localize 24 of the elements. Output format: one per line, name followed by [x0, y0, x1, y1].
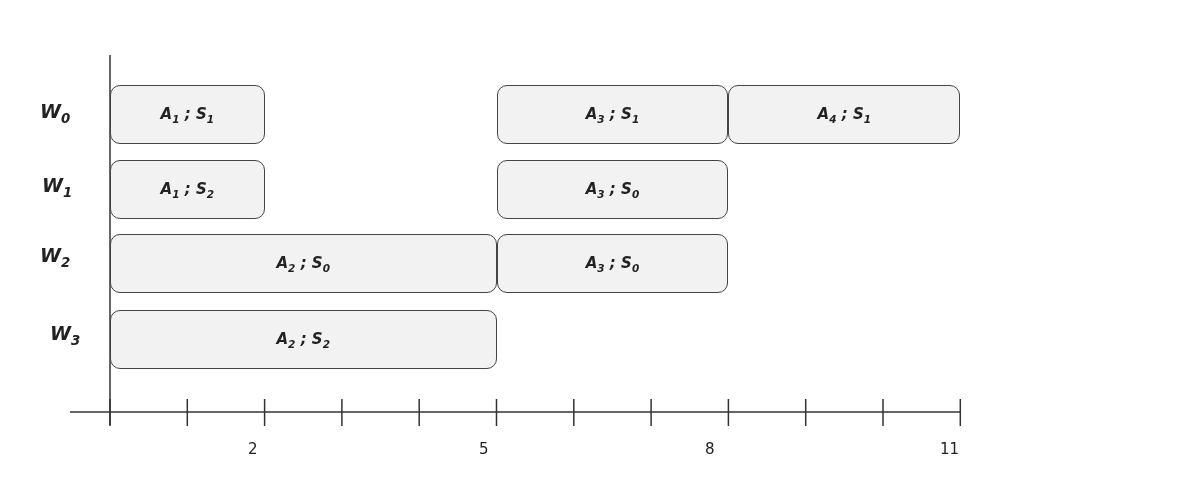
- task-bar: [496, 85, 729, 144]
- task-label: A$_{1}$ ; S$_{1}$: [160, 104, 215, 125]
- tick-label: 5: [479, 440, 489, 458]
- task-label: A$_{3}$ ; S$_{0}$: [585, 179, 640, 200]
- task-label: A$_{3}$ ; S$_{0}$: [585, 253, 640, 274]
- task-label: A$_{2}$ ; S$_{2}$: [276, 329, 330, 350]
- task-bar: [110, 310, 497, 369]
- task-bar: [110, 160, 265, 219]
- worker-label: W$_{1}$: [42, 174, 73, 200]
- tick-label: 8: [705, 440, 715, 458]
- task-bar: [496, 234, 729, 293]
- task-bar: [496, 160, 729, 219]
- worker-label: W$_{2}$: [40, 244, 71, 270]
- worker-label: W$_{3}$: [50, 322, 81, 348]
- task-label: A$_{1}$ ; S$_{2}$: [160, 179, 215, 200]
- task-label: A$_{3}$ ; S$_{1}$: [585, 104, 640, 125]
- task-label: A$_{4}$ ; S$_{1}$: [817, 104, 872, 125]
- task-bar: [110, 234, 497, 293]
- task-bar: [110, 85, 265, 144]
- tick-label: 2: [248, 440, 258, 458]
- tick-label: 11: [940, 440, 960, 458]
- task-label: A$_{2}$ ; S$_{0}$: [276, 253, 330, 274]
- worker-label: W$_{0}$: [40, 100, 71, 126]
- task-bar: [728, 85, 961, 144]
